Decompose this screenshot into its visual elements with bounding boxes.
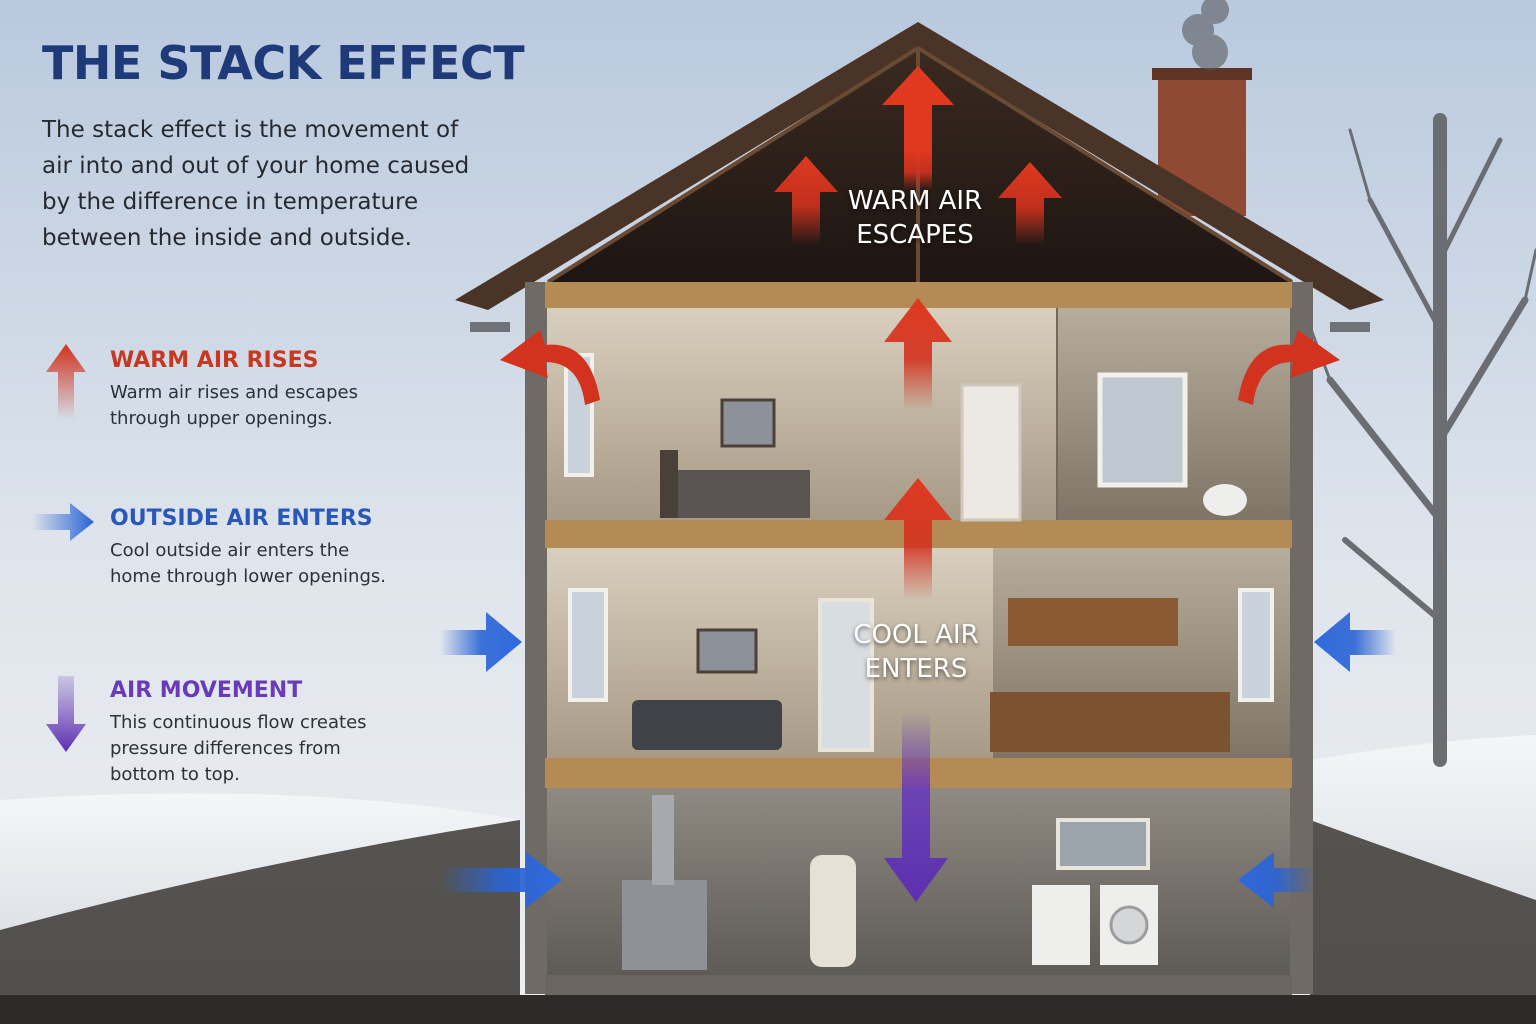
kitchen-window	[1238, 588, 1274, 702]
bedroom-headboard	[660, 450, 678, 518]
cool-air-arrows	[440, 612, 1396, 908]
legend-heading: WARM AIR RISES	[110, 348, 319, 373]
furnace	[622, 880, 707, 970]
legend-description: Cool outside air enters the home through…	[110, 540, 386, 587]
exit-arrow-left	[500, 330, 600, 405]
ground-base	[0, 995, 1536, 1024]
gutter-left	[470, 322, 510, 332]
kitchen-upper-cabinets	[1008, 598, 1178, 646]
bedroom-painting	[720, 398, 776, 448]
cool-air-enters-label: COOL AIR ENTERS	[836, 618, 996, 686]
bedroom-bed	[660, 470, 810, 518]
gutter-right	[1330, 322, 1370, 332]
warm-air-arrows	[500, 66, 1340, 600]
attic-up-arrow-center-tail	[904, 150, 932, 190]
page-title: THE STACK EFFECT	[42, 36, 525, 90]
dirt-mound-right	[1310, 820, 1536, 1024]
main-up-arrow	[884, 478, 952, 600]
upper-up-arrow	[884, 298, 952, 410]
kitchen-lower-cabinets	[990, 692, 1230, 752]
wall-left	[525, 282, 547, 994]
bathroom-toilet	[1203, 484, 1247, 516]
inflow-arrow-main-left	[440, 612, 522, 672]
attic-up-arrow-center	[882, 66, 954, 150]
movement-down-arrow	[884, 712, 948, 902]
basement-slab	[545, 975, 1292, 995]
chimney-cap	[1152, 68, 1252, 80]
warm-label-line2: ESCAPES	[856, 220, 974, 250]
legend-item-outside-air: OUTSIDE AIR ENTERS Cool outside air ente…	[110, 504, 410, 590]
bare-tree	[1298, 113, 1536, 767]
inflow-arrow-basement-right	[1238, 852, 1316, 908]
living-room-painting	[696, 628, 758, 674]
intro-paragraph: The stack effect is the movement of air …	[42, 117, 470, 251]
legend-item-warm-air: WARM AIR RISES Warm air rises and escape…	[110, 346, 410, 432]
dryer-door	[1109, 905, 1149, 945]
inflow-arrow-basement-left	[440, 852, 562, 908]
legend-movement-arrow-icon	[46, 676, 86, 752]
inflow-arrow-main-right	[1314, 612, 1396, 672]
front-door	[818, 598, 874, 752]
legend-description: Warm air rises and escapes through upper…	[110, 382, 358, 429]
legend-warm-arrow-icon	[46, 344, 86, 420]
furnace-ductwork	[652, 795, 674, 885]
water-heater	[810, 855, 856, 967]
exit-arrow-right	[1238, 330, 1340, 405]
attic-up-arrow-right	[998, 162, 1062, 245]
legend-description: This continuous flow creates pressure di…	[110, 712, 367, 785]
warm-air-escapes-label: WARM AIR ESCAPES	[830, 184, 1000, 252]
living-room-window	[568, 588, 608, 702]
legend-outside-arrow-icon	[32, 503, 94, 541]
living-room-sofa	[632, 700, 782, 750]
hallway-door	[960, 383, 1022, 522]
cool-label-line1: COOL AIR	[853, 620, 979, 650]
legend-heading: OUTSIDE AIR ENTERS	[110, 506, 373, 531]
dirt-mound	[0, 820, 520, 1024]
basement-window	[1056, 818, 1150, 870]
attic-up-arrow-left	[774, 156, 838, 245]
wall-right	[1290, 282, 1313, 994]
bathroom-window	[1097, 372, 1188, 488]
cool-label-line2: ENTERS	[864, 654, 968, 684]
washer	[1032, 885, 1090, 965]
chimney-smoke	[1182, 0, 1229, 70]
legend-heading: AIR MOVEMENT	[110, 678, 303, 703]
warm-label-line1: WARM AIR	[847, 186, 983, 216]
legend-item-air-movement: AIR MOVEMENT This continuous flow create…	[110, 676, 410, 788]
